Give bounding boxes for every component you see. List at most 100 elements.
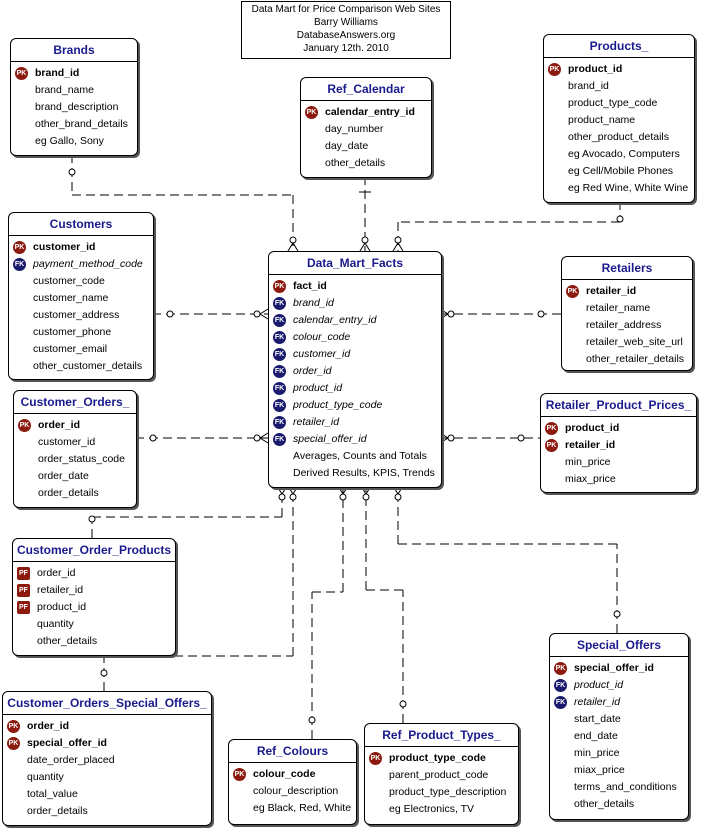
diagram-title-box: Data Mart for Price Comparison Web Sites… xyxy=(241,1,451,59)
optional-marker xyxy=(68,168,76,176)
attribute-name: terms_and_conditions xyxy=(574,781,677,793)
attribute-name: other_details xyxy=(37,635,98,647)
attribute-name: other_brand_details xyxy=(35,118,128,130)
attribute-name: quantity xyxy=(37,618,74,630)
attribute-row: other_brand_details xyxy=(15,116,135,133)
author-line: Barry Williams xyxy=(314,17,378,28)
attribute-name: customer_phone xyxy=(33,326,112,338)
optional-marker xyxy=(308,716,316,724)
attribute-row: terms_and_conditions xyxy=(554,779,686,796)
pf-key-icon: PF xyxy=(17,584,30,597)
entity-name: Retailers xyxy=(562,257,692,280)
attribute-name: customer_code xyxy=(33,275,105,287)
fk-key-icon: FK xyxy=(273,365,286,378)
site-line: DatabaseAnswers.org xyxy=(296,30,396,41)
attribute-name: customer_name xyxy=(33,292,109,304)
entity-name: Ref_Product_Types_ xyxy=(365,724,518,747)
attribute-name: payment_method_code xyxy=(33,258,143,270)
optional-marker xyxy=(517,434,525,442)
attribute-row: other_details xyxy=(305,155,429,172)
attribute-name: product_id xyxy=(37,601,87,613)
fk-key-icon: FK xyxy=(554,696,567,709)
attribute-row: other_customer_details xyxy=(13,358,151,375)
optional-marker xyxy=(616,215,624,223)
pk-key-icon: PK xyxy=(7,720,20,733)
attribute-row: product_type_code xyxy=(548,95,692,112)
pk-key-icon: PK xyxy=(305,106,318,119)
attribute-name: product_id xyxy=(574,679,624,691)
fk-key-icon: FK xyxy=(273,297,286,310)
attribute-name: brand_id xyxy=(568,80,609,92)
optional-marker xyxy=(361,236,369,244)
pk-key-icon: PK xyxy=(369,752,382,765)
attribute-name: miax_price xyxy=(574,764,625,776)
attribute-name: quantity xyxy=(27,771,64,783)
attribute-name: product_id xyxy=(568,63,623,75)
entity-name: Customers xyxy=(9,213,153,236)
attribute-row: eg Avocado, Computers xyxy=(548,146,692,163)
attribute-row: date_order_placed xyxy=(7,752,209,769)
attribute-name: customer_address xyxy=(33,309,120,321)
attribute-name: product_id xyxy=(293,382,343,394)
attribute-name: retailer_web_site_url xyxy=(586,336,683,348)
entity-name: Customer_Order_Products xyxy=(13,539,175,562)
attribute-row: customer_email xyxy=(13,341,151,358)
attribute-name: other_details xyxy=(574,798,635,810)
optional-marker xyxy=(289,493,297,501)
attribute-name: customer_id xyxy=(38,436,96,448)
attribute-name: day_date xyxy=(325,140,369,152)
attribute-row: brand_id xyxy=(548,78,692,95)
optional-marker xyxy=(394,236,402,244)
attribute-name: order_details xyxy=(27,805,88,817)
attribute-name: day_number xyxy=(325,123,384,135)
attribute-row: other_product_details xyxy=(548,129,692,146)
attribute-row: quantity xyxy=(17,616,173,633)
attribute-name: eg Gallo, Sony xyxy=(35,135,104,147)
attribute-row: customer_code xyxy=(13,273,151,290)
pk-key-icon: PK xyxy=(545,439,558,452)
optional-marker xyxy=(447,310,455,318)
optional-marker xyxy=(88,515,96,523)
pf-key-icon: PF xyxy=(17,567,30,580)
attribute-row: customer_name xyxy=(13,290,151,307)
attribute-name: order_status_code xyxy=(38,453,125,465)
pk-key-icon: PK xyxy=(273,280,286,293)
attribute-row: eg Red Wine, White Wine xyxy=(548,180,692,197)
attribute-name: brand_id xyxy=(293,297,334,309)
optional-marker xyxy=(613,610,621,618)
attribute-name: end_date xyxy=(574,730,618,742)
attribute-name: fact_id xyxy=(293,280,327,292)
attribute-row: min_price xyxy=(554,745,686,762)
attribute-name: customer_id xyxy=(33,241,96,253)
attribute-name: other_product_details xyxy=(568,131,669,143)
entity-name: Data_Mart_Facts xyxy=(269,252,441,275)
attribute-name: miax_price xyxy=(565,473,616,485)
attribute-name: Averages, Counts and Totals xyxy=(293,450,427,462)
attribute-name: customer_email xyxy=(33,343,108,355)
attribute-row: other_details xyxy=(554,796,686,813)
attribute-name: order_id xyxy=(293,365,332,377)
optional-marker xyxy=(100,669,108,677)
